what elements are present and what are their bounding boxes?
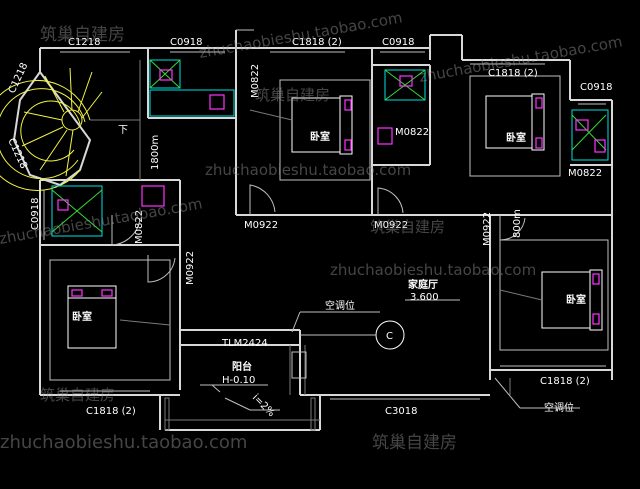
- beds: [49, 75, 609, 381]
- label-slope: i=2%: [250, 392, 277, 419]
- label-m0922-3: M0922: [482, 212, 493, 246]
- watermark-brand-2: 筑巢自建房: [255, 86, 330, 104]
- label-dim-1800: 1800m: [150, 135, 161, 170]
- bathrooms: [51, 59, 609, 237]
- watermark-url-6: zhuchaobieshu.taobao.com: [0, 432, 247, 453]
- watermark-brand-5: 筑巢自建房: [372, 433, 457, 453]
- label-c1218-top: C1218: [68, 37, 100, 48]
- spiral-staircase: [0, 60, 141, 191]
- label-c0918-top-1: C0918: [170, 37, 202, 48]
- label-c3018: C3018: [385, 406, 417, 417]
- label-c0918-top-3: C0918: [580, 82, 612, 93]
- label-c1818-bottom-1: C1818 (2): [86, 406, 136, 417]
- windows: [43, 51, 606, 400]
- watermark-brand-4: 筑巢自建房: [40, 386, 115, 404]
- walls: [39, 30, 613, 431]
- label-m0922-1: M0922: [244, 220, 278, 231]
- label-m0922-2: M0922: [374, 220, 408, 231]
- label-c1818-top-1: C1818 (2): [292, 37, 342, 48]
- label-m0822-4: M0822: [134, 210, 145, 244]
- label-ac-position-1: 空调位: [325, 299, 355, 312]
- label-balcony: 阳台: [232, 360, 252, 373]
- watermark-brand-1: 筑巢自建房: [40, 25, 125, 45]
- label-family-hall: 家庭厅: [408, 278, 438, 291]
- room-bedroom-1: 卧室: [310, 130, 330, 143]
- label-m0922-4: M0922: [185, 251, 196, 285]
- label-stair-down: 下: [118, 125, 128, 136]
- room-names: 卧室 卧室 卧室 卧室: [72, 130, 586, 323]
- label-dim-800: 800m: [512, 209, 523, 238]
- label-balcony-level: H-0.10: [222, 375, 255, 386]
- doors: [111, 184, 526, 283]
- label-tlm2424: TLM2424: [221, 338, 268, 349]
- label-m0822-1: M0822: [250, 64, 261, 98]
- label-c0918-top-2: C0918: [382, 37, 414, 48]
- label-m0822-3: M0822: [568, 168, 602, 179]
- annotations: [164, 29, 580, 431]
- label-c1818-bottom-2: C1818 (2): [540, 376, 590, 387]
- label-c1818-top-2: C1818 (2): [488, 68, 538, 79]
- room-bedroom-3: 卧室: [72, 310, 92, 323]
- watermark-url-5: zhuchaobieshu.taobao.com: [330, 261, 536, 279]
- label-ac-position-2: 空调位: [544, 401, 574, 414]
- label-level-3600: 3.600: [410, 292, 439, 303]
- label-c0918-left: C0918: [30, 198, 41, 230]
- label-axis-c: C: [386, 331, 393, 342]
- label-m0822-2: M0822: [395, 127, 429, 138]
- room-bedroom-2: 卧室: [506, 131, 526, 144]
- room-bedroom-4: 卧室: [566, 293, 586, 306]
- watermark-url-4: zhuchaobieshu.taobao.com: [205, 161, 411, 179]
- label-c1218-left-b: C1218: [5, 137, 29, 171]
- watermark-brand-3: 筑巢自建房: [370, 218, 445, 236]
